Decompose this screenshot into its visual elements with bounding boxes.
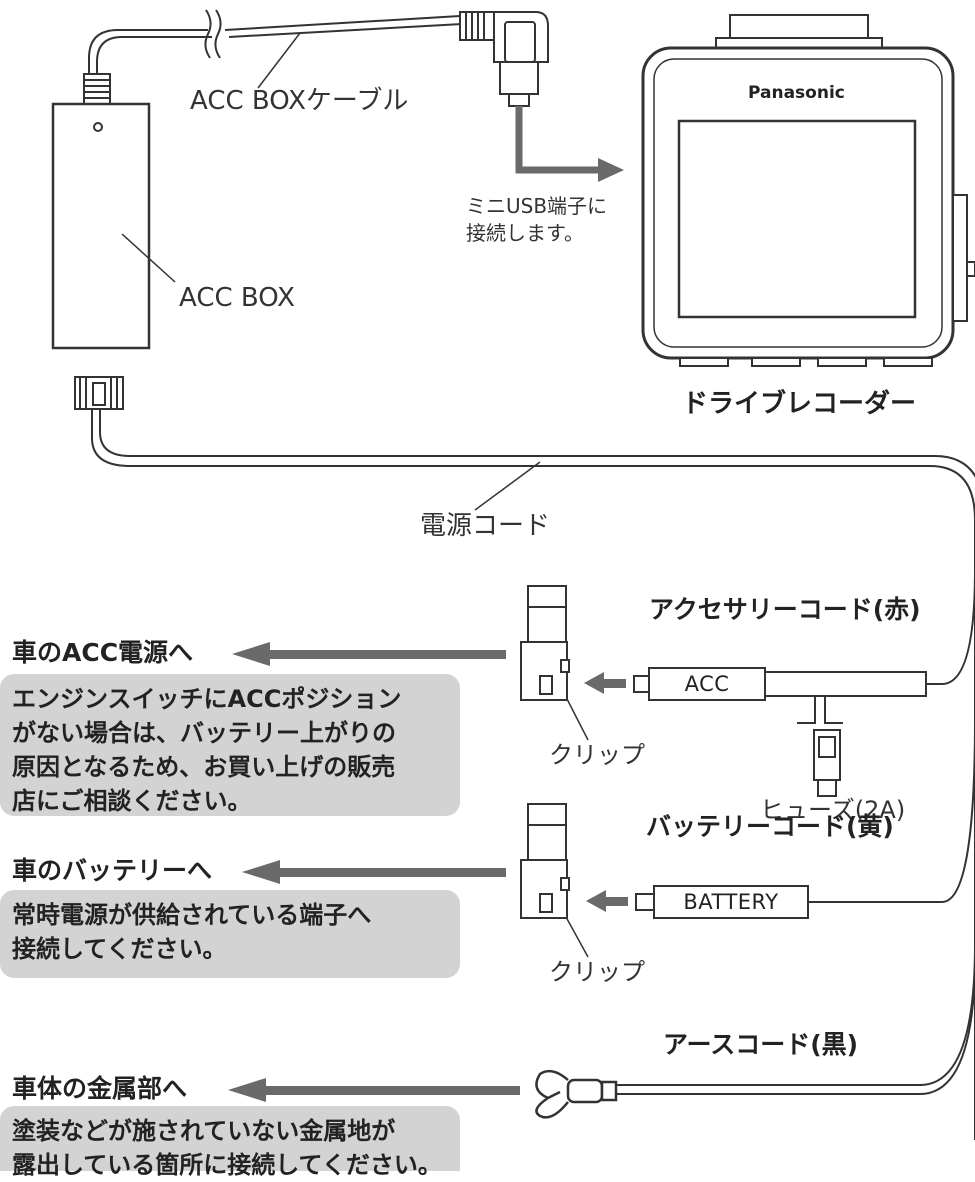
clip-label-2: クリップ — [549, 958, 645, 986]
earth-cord-label: アースコード(黒) — [663, 1030, 859, 1059]
acc-cord-parts — [633, 667, 927, 797]
clip-2 — [520, 803, 570, 919]
power-cord — [91, 409, 975, 1140]
mini-usb-plug — [459, 11, 549, 107]
destination-body-title: 車体の金属部へ — [12, 1074, 188, 1103]
destination-arrows — [228, 642, 628, 1102]
battery-tag: BATTERY — [683, 890, 779, 914]
acc-box-cable — [88, 9, 463, 76]
acc-tag: ACC — [684, 672, 730, 696]
acc-box-strain-relief — [83, 73, 111, 105]
battery-cord-parts — [635, 885, 809, 919]
brand-logo: Panasonic — [748, 83, 845, 103]
acc-box-label: ACC BOX — [179, 283, 295, 313]
usb-connection-arrow — [515, 106, 624, 182]
clip-label-1: クリップ — [549, 741, 645, 769]
drive-recorder — [641, 14, 975, 367]
acc-box-cable-label: ACC BOXケーブル — [190, 86, 409, 116]
power-cord-label: 電源コード — [420, 511, 551, 541]
destination-acc-note: エンジンスイッチにACCポジション がない場合は、バッテリー上がりの 原因となる… — [0, 674, 460, 816]
leader-lines — [121, 32, 589, 958]
earth-ring-terminal — [535, 1069, 618, 1119]
destination-body-note: 塗装などが施されていない金属地が 露出している箇所に接続してください。 — [0, 1106, 460, 1179]
mini-usb-note: ミニUSB端子に 接続します。 — [466, 194, 608, 245]
accessory-cord-label: アクセサリーコード(赤) — [649, 595, 921, 624]
drive-recorder-label: ドライブレコーダー — [682, 389, 917, 419]
destination-battery-note: 常時電源が供給されている端子へ 接続してください。 — [0, 890, 460, 978]
battery-cord-label: バッテリーコード(黄) — [646, 812, 894, 841]
acc-box — [51, 102, 151, 350]
fuse-label: ヒューズ(2A) — [760, 796, 906, 824]
destination-battery-title: 車のバッテリーへ — [12, 856, 213, 885]
acc-box-connector — [74, 376, 124, 410]
destination-acc-title: 車のACC電源へ — [12, 638, 194, 667]
clip-1 — [520, 585, 570, 701]
